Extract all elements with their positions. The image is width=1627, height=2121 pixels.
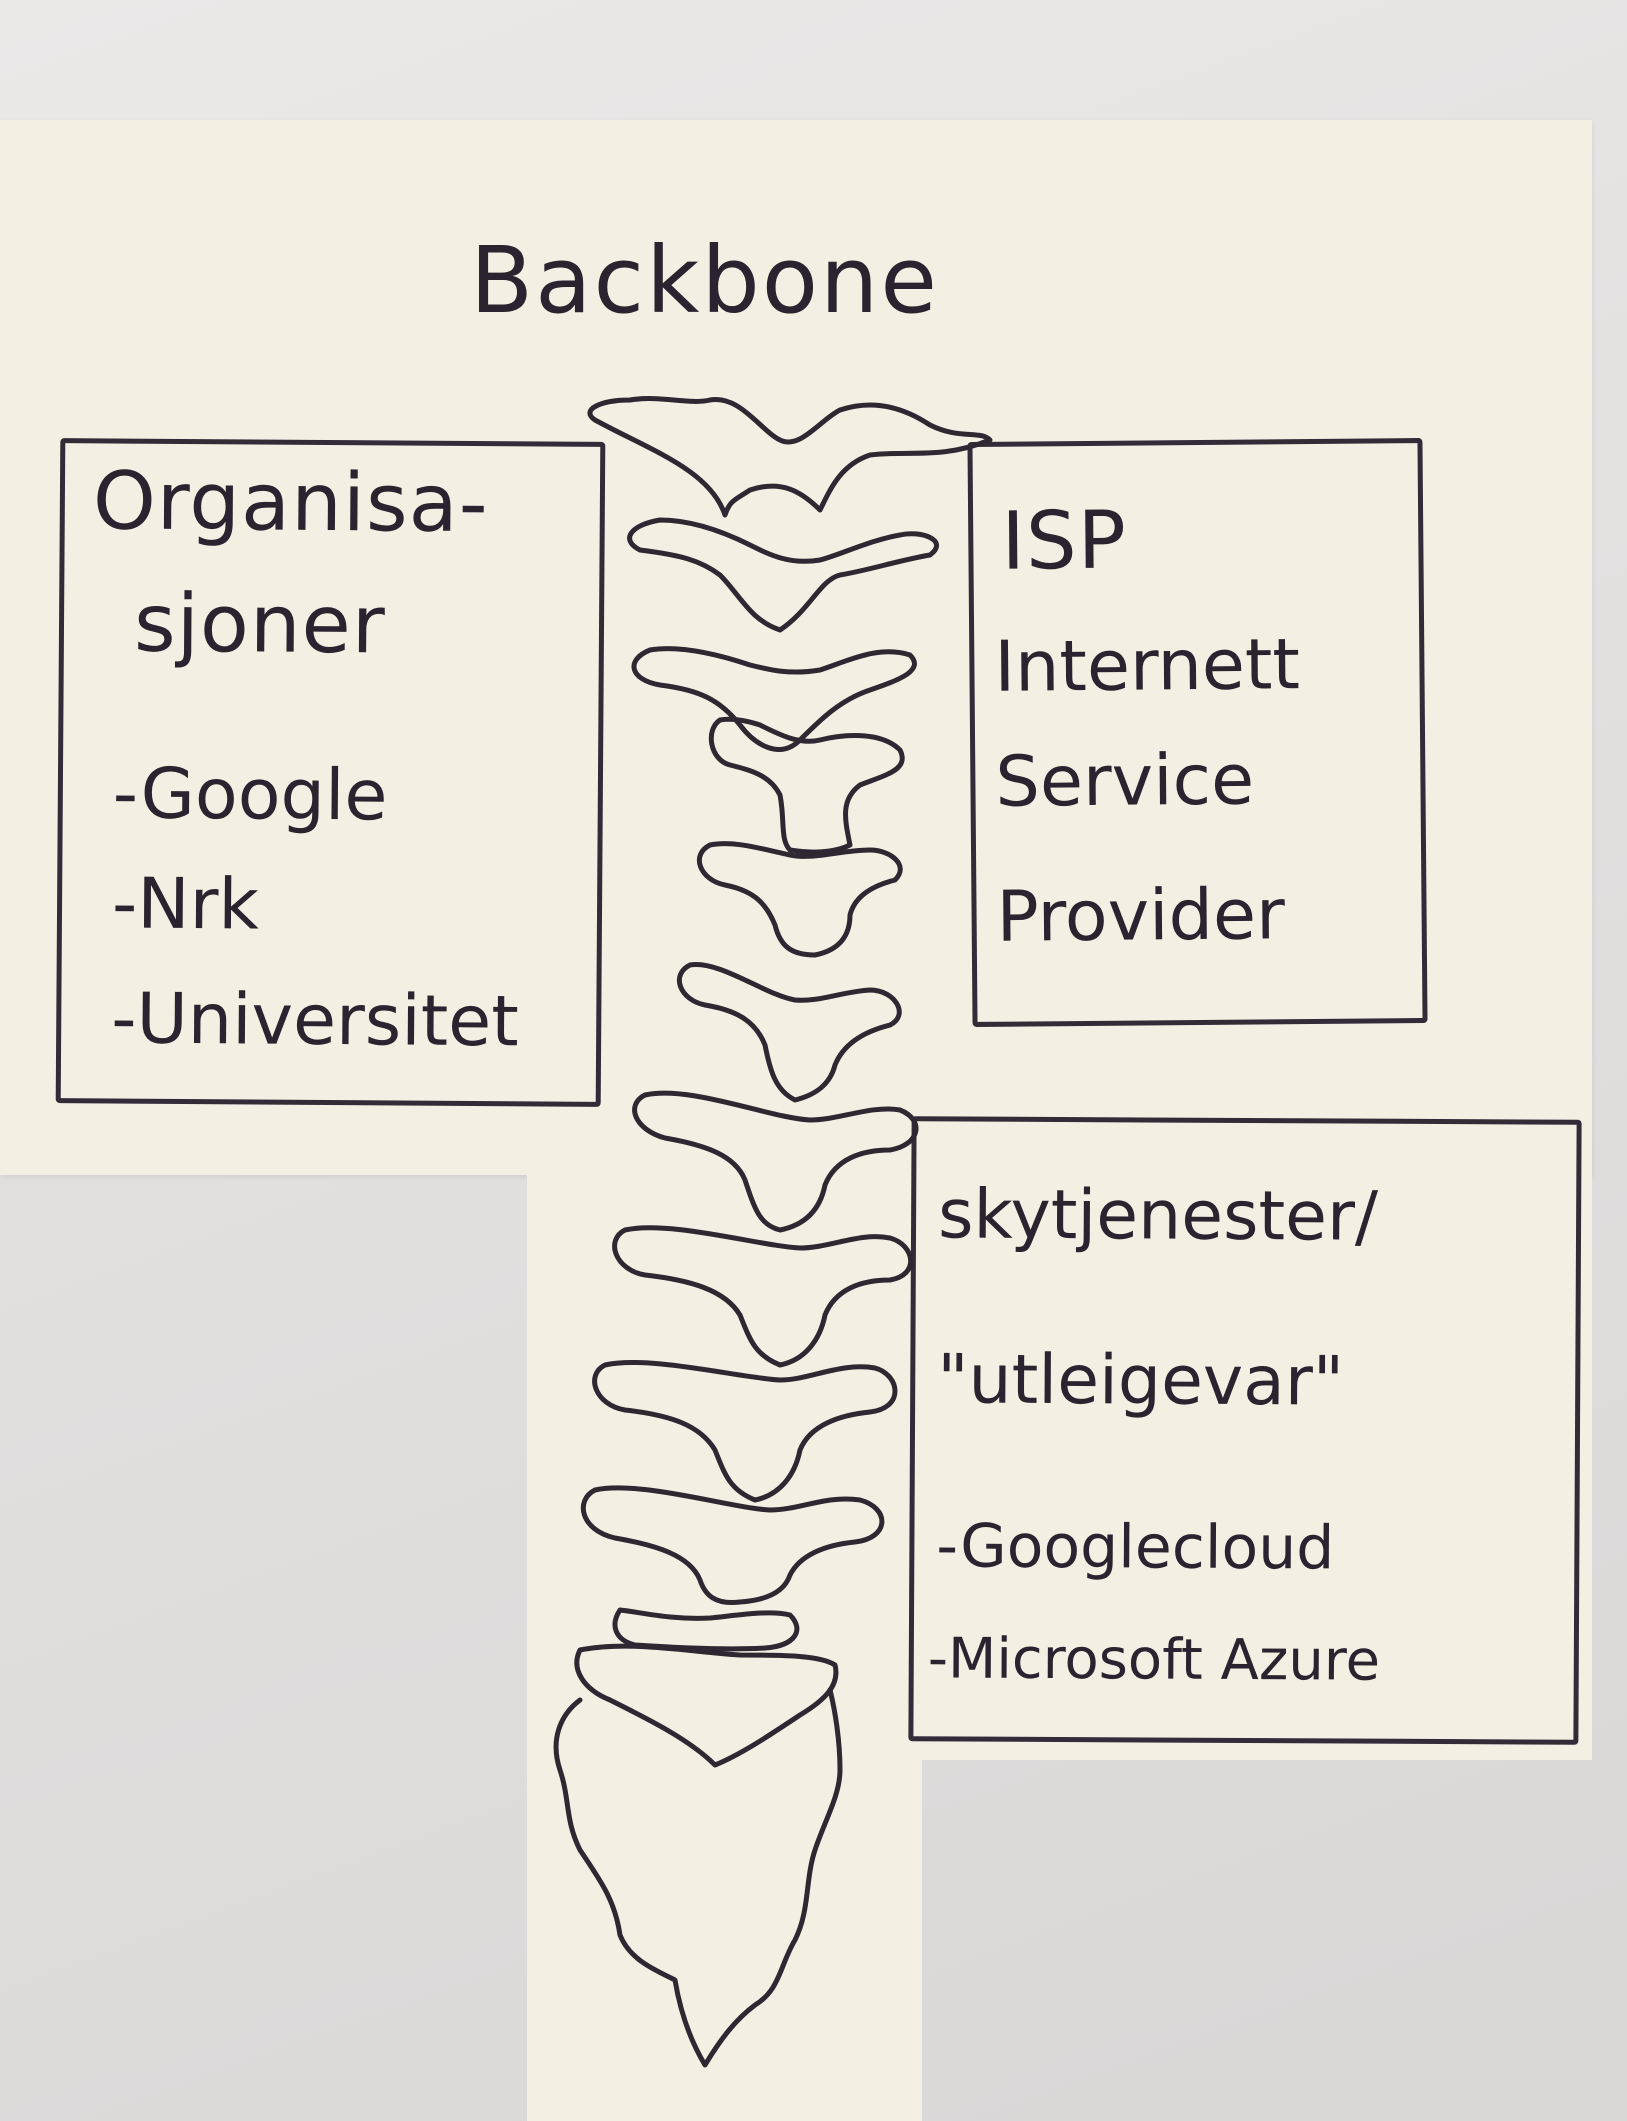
sacrum-shape <box>574 1643 839 1768</box>
vertebra-shape <box>580 1485 885 1606</box>
vertebra-shape <box>627 517 939 633</box>
organisation-item: -Universitet <box>110 977 520 1063</box>
organisations-box: Organisa- sjoner -Google -Nrk -Universit… <box>55 438 606 1107</box>
diagram-title: Backbone <box>470 227 939 334</box>
vertebra-shape <box>708 716 905 855</box>
organisations-heading-line2: sjoner <box>133 576 387 672</box>
isp-box: ISP Internett Service Provider <box>967 438 1428 1027</box>
paper-sheet-lower <box>915 1120 1592 1760</box>
isp-line4: Provider <box>996 873 1286 958</box>
vertebra-shape <box>587 396 993 518</box>
vertebra-shape <box>631 646 917 752</box>
organisation-item: -Nrk <box>111 862 260 946</box>
vertebra-shape <box>612 1225 914 1368</box>
spine-drawing <box>553 396 993 2068</box>
vertebra-shape <box>592 1360 898 1503</box>
organisations-heading-line1: Organisa- <box>92 454 489 551</box>
vertebra-shape <box>632 1090 919 1233</box>
isp-line3: Service <box>995 738 1255 823</box>
vertebra-shape <box>612 1607 800 1652</box>
isp-line1: ISP <box>1000 493 1128 588</box>
organisation-item: -Google <box>112 752 388 837</box>
sacrum-shape <box>553 1687 843 2068</box>
vertebra-shape <box>676 962 902 1103</box>
isp-line2: Internett <box>994 623 1301 708</box>
vertebra-shape <box>696 841 903 958</box>
